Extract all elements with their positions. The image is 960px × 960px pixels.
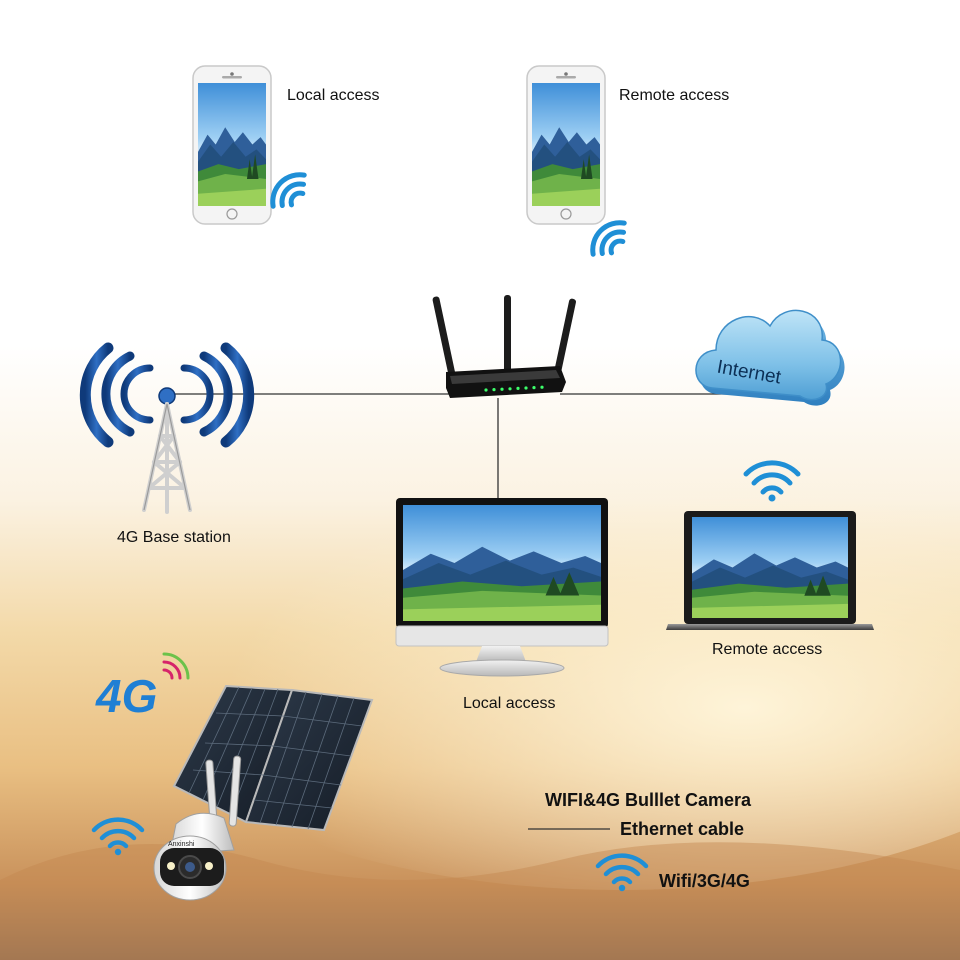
label-laptop-remote: Remote access <box>712 641 822 659</box>
legend-title: WIFI&4G Bulllet Camera <box>545 790 751 811</box>
phone-speaker <box>222 76 242 79</box>
camera-brand: Anxinshi <box>168 841 195 848</box>
legend-ethernet-label: Ethernet cable <box>620 819 744 840</box>
legend-wireless-label: Wifi/3G/4G <box>659 871 750 892</box>
router-antenna-center <box>504 295 511 375</box>
laptop-screen-landscape <box>692 517 848 618</box>
camera-lens-glass <box>185 862 195 872</box>
phone-camera-dot <box>564 72 568 76</box>
laptop-base <box>666 624 874 630</box>
label-desktop-local: Local access <box>463 695 556 713</box>
tower-beacon <box>159 388 175 404</box>
laptop-icon <box>666 511 874 630</box>
phone-local <box>193 66 271 224</box>
badge-4g-text: 4G <box>95 670 157 722</box>
phone-speaker <box>556 76 576 79</box>
monitor-screen-landscape <box>403 505 601 621</box>
camera-ir-led-right <box>205 862 213 870</box>
label-base-station: 4G Base station <box>117 529 231 547</box>
monitor-stand-base <box>440 660 564 676</box>
monitor-chin <box>396 626 608 646</box>
phone-screen-landscape <box>532 83 600 206</box>
phone-camera-dot <box>230 72 234 76</box>
phone-remote <box>527 66 605 224</box>
camera-ir-led-left <box>167 862 175 870</box>
label-phone-local: Local access <box>287 87 380 105</box>
phone-screen-landscape <box>198 83 266 206</box>
label-phone-remote: Remote access <box>619 87 729 105</box>
